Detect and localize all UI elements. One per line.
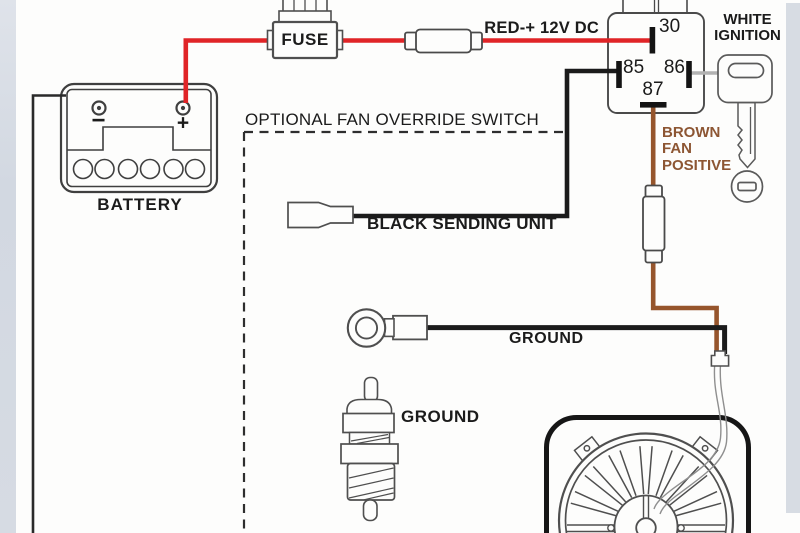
red-wire-splice-connector [404, 28, 483, 54]
electric-fan [544, 415, 751, 533]
white-ignition-line2: IGNITION [714, 27, 781, 44]
sending-unit-label: BLACK SENDING UNIT [367, 214, 557, 233]
brown-fan-positive-label: BROWN FAN POSITIVE [662, 124, 732, 174]
ground-ring-label: GROUND [509, 330, 584, 347]
black-negative-wire [31, 94, 66, 533]
ring-terminal [346, 308, 428, 348]
brown-line2: FAN [662, 140, 692, 158]
fuse-label: FUSE [281, 30, 329, 49]
relay-pin-bars [616, 27, 692, 108]
brown-line3: POSITIVE [662, 156, 732, 174]
right-background-strip [786, 3, 800, 513]
relay-pin-86-label: 86 [663, 57, 685, 78]
left-background-strip [0, 0, 16, 533]
battery-plus-symbol: + [177, 112, 189, 135]
red-power-wire [183, 38, 652, 103]
white-ignition-label: WHITE IGNITION [707, 12, 788, 44]
fuse-holder [266, 0, 344, 60]
relay-pin-85-label: 85 [623, 57, 645, 78]
fan-blades [567, 446, 725, 533]
black-sending-unit-wire [352, 68, 620, 219]
white-ignition-line1: WHITE [723, 11, 772, 28]
ignition-key-icon [717, 54, 773, 203]
brown-line1: BROWN [662, 124, 721, 141]
fan-lead-wires [653, 365, 728, 515]
fan-plug-connector [710, 350, 730, 367]
override-dashed-box [242, 130, 566, 533]
battery-positive-terminal [175, 100, 191, 116]
relay [607, 0, 705, 114]
battery-label: BATTERY [97, 195, 183, 214]
brown-wire-splice-connector [642, 184, 666, 264]
spade-terminal [287, 201, 354, 229]
brown-fan-wire-lower [650, 261, 719, 354]
black-ground-wire [427, 325, 728, 354]
thermostat-ground-switch [340, 376, 399, 522]
relay-pin-87-label: 87 [642, 79, 664, 100]
override-switch-label: OPTIONAL FAN OVERRIDE SWITCH [245, 110, 540, 129]
red-wire-label: RED-+ 12V DC [484, 19, 599, 37]
ground-switch-label: GROUND [401, 407, 480, 426]
relay-pin-30-label: 30 [659, 16, 681, 37]
battery-negative-terminal [91, 100, 107, 116]
battery-minus-symbol: − [91, 107, 105, 134]
battery-symbol: − + [59, 82, 219, 194]
